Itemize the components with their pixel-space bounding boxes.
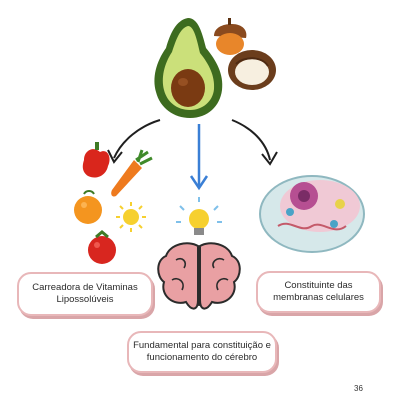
brain-icon [157,242,241,310]
carrot-icon [111,149,153,197]
page-number: 36 [354,384,363,393]
lightbulb-icon [176,197,222,235]
arrow-center [189,124,209,191]
cell-icon [259,175,365,253]
coconut-icon [228,50,276,90]
vitaminas-line-2: Lipossolúveis [56,294,114,305]
sun-icon [116,202,146,232]
tomato-icon [88,230,116,264]
cerebro-line-1: Fundamental para constituição e [133,340,271,351]
orange-icon [74,190,102,224]
membranas-line-1: Constituinte das [284,280,353,291]
vitaminas-line-1: Carreadora de Vitaminas [32,282,138,293]
membranas-line-2: membranas celulares [273,292,364,303]
cerebro-line-2: funcionamento do cérebro [146,352,258,363]
avocado-icon [154,18,223,118]
cerebro-label-box: Fundamental para constituição e funciona… [127,331,277,373]
arrow-right [231,119,278,166]
vitaminas-label-box: Carreadora de Vitaminas Lipossolúveis [17,272,153,316]
acorn-icon [214,18,247,55]
membranas-label-box: Constituinte das membranas celulares [256,271,381,313]
arrow-left [107,119,161,164]
pepper-icon [82,142,110,178]
